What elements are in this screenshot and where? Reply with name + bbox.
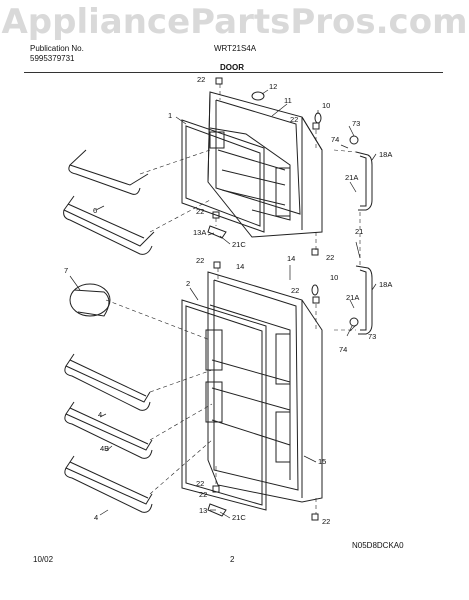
callout-10-lower: 10 (330, 273, 339, 282)
callout-21A-lower: 21A (346, 293, 360, 302)
footer-page-number: 2 (230, 555, 235, 564)
callout-73-upper: 73 (352, 119, 361, 128)
callout-22-d: 22 (326, 253, 335, 262)
callout-7: 7 (64, 266, 69, 275)
callout-13: 13 (199, 506, 208, 515)
alignment-lines (105, 84, 361, 514)
footer-date: 10/02 (33, 555, 54, 564)
callout-22-f: 22 (291, 286, 300, 295)
door-bin-4B (64, 401, 153, 459)
callout-22-g: 22 (196, 479, 205, 488)
callout-15: 15 (318, 457, 327, 466)
callout-1: 1 (168, 111, 173, 120)
fresh-food-door-outer (207, 271, 323, 503)
callout-18A-upper: 18A (379, 150, 393, 159)
publication-number: 5995379731 (30, 54, 75, 63)
dairy-bin-7 (69, 283, 111, 317)
freezer-handle (355, 151, 373, 211)
callout-2: 2 (186, 279, 191, 288)
publication-label: Publication No. (30, 44, 84, 53)
fresh-food-handle (355, 265, 373, 335)
callout-22-b: 22 (290, 115, 299, 124)
callout-14-pin: 14 (287, 254, 296, 263)
callout-22-c: 22 (196, 207, 205, 216)
section-title: DOOR (220, 63, 244, 72)
callout-22-e: 22 (196, 256, 205, 265)
hinge-13A (207, 225, 227, 239)
door-bin-4-lower (64, 455, 153, 513)
callout-74-upper: 74 (331, 135, 340, 144)
fresh-food-gasket (181, 299, 267, 511)
callout-21C-upper: 21C (232, 240, 246, 249)
leader-lines (69, 89, 377, 519)
callout-74-lower: 74 (339, 345, 348, 354)
callout-22-a: 22 (197, 75, 206, 84)
callout-21A-upper: 21A (345, 173, 359, 182)
callout-22-i: 22 (322, 517, 331, 526)
freezer-door-liner (209, 127, 291, 221)
watermark: AppliancePartsPros.com (1, 2, 468, 42)
callout-21: 21 (355, 227, 364, 236)
plugs-22 (212, 77, 320, 521)
door-bin-4-upper (64, 353, 151, 411)
freezer-door-outer (207, 91, 323, 238)
callout-6: 6 (93, 206, 98, 215)
model-number: WRT21S4A (214, 44, 257, 53)
footer-drawing-code: N05D8DCKA0 (352, 541, 404, 550)
callout-4-upper: 4 (98, 410, 103, 419)
callout-4-lower: 4 (94, 513, 99, 522)
callout-21C-lower: 21C (232, 513, 246, 522)
callout-12: 12 (269, 82, 278, 91)
freezer-gasket (181, 119, 265, 233)
callout-22-h: 22 (199, 490, 208, 499)
callout-4B: 4B (100, 444, 110, 453)
cap-12 (251, 91, 265, 101)
callout-18A-lower: 18A (379, 280, 393, 289)
header-rule (24, 72, 443, 73)
callout-73-lower: 73 (368, 332, 377, 341)
shelf-bin-6-lower (63, 195, 155, 255)
shelf-bin-6-upper (68, 149, 149, 195)
callout-13A: 13A (193, 228, 207, 237)
hinge-13 (207, 503, 227, 517)
callout-14-hinge: 14 (236, 262, 245, 271)
callout-10-upper: 10 (322, 101, 331, 110)
callout-11: 11 (284, 96, 292, 105)
fresh-food-door-liner (205, 304, 291, 480)
